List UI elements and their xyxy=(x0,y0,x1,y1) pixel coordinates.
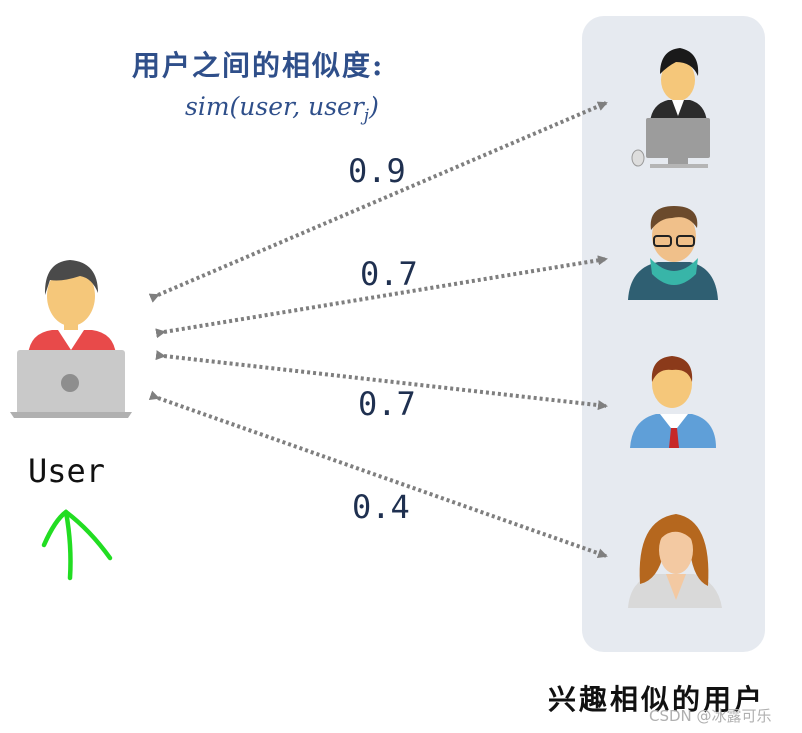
similarity-arrow-1 xyxy=(148,101,608,303)
similarity-arrow-2 xyxy=(155,255,608,339)
user-avatar-icon xyxy=(10,260,132,418)
similarity-arrow-3 xyxy=(155,350,608,411)
similar-users-label: 兴趣相似的用户 xyxy=(548,683,766,716)
similarity-heading: 用户之间的相似度: xyxy=(132,49,385,82)
similar-user-1-icon xyxy=(631,48,710,168)
similarity-arrow-4 xyxy=(148,390,608,559)
similar-user-4-icon xyxy=(628,514,722,608)
similar-user-3-icon xyxy=(630,356,716,448)
similar-user-2-icon xyxy=(628,206,718,300)
green-annotation-mark xyxy=(41,509,113,581)
user-label: User xyxy=(28,452,106,490)
watermark: CSDN @冰露可乐 xyxy=(649,707,772,725)
